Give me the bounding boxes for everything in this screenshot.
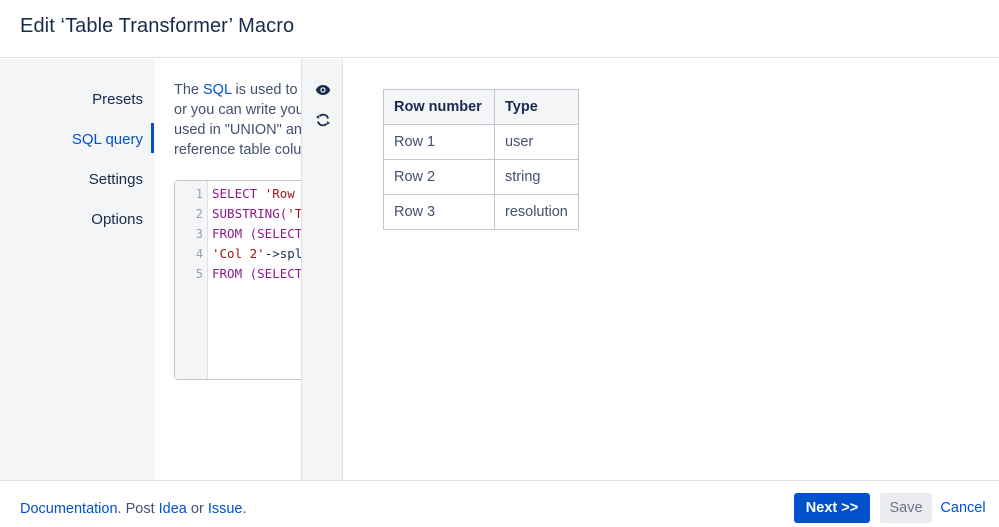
- table-cell: Row 3: [383, 194, 495, 230]
- table-cell: resolution: [494, 194, 579, 230]
- code-text: FROM (SELECT: [212, 264, 301, 284]
- idea-link[interactable]: Idea: [158, 501, 187, 517]
- desc-line: or you can write you: [174, 102, 301, 118]
- line-number: 5: [195, 267, 203, 281]
- column-header-row-number: Row number: [383, 89, 495, 125]
- code-token: FROM (SELECT: [212, 226, 301, 241]
- dialog-header: Edit ‘Table Transformer’ Macro: [0, 0, 999, 58]
- refresh-icon[interactable]: [314, 111, 332, 129]
- line-number: 1: [195, 187, 203, 201]
- footer-text: or: [186, 501, 208, 517]
- desc-text: is used to: [231, 82, 301, 98]
- nav-active-indicator: [151, 123, 154, 153]
- eye-icon[interactable]: [314, 81, 332, 99]
- save-button[interactable]: Save: [880, 493, 932, 523]
- preview-table: Row number Type Row 1 user Row 2 string …: [383, 89, 579, 230]
- nav-item-presets[interactable]: Presets: [92, 91, 143, 108]
- code-text: SUBSTRING('T: [212, 204, 301, 224]
- sql-link[interactable]: SQL: [203, 82, 232, 98]
- table-cell: user: [494, 124, 579, 160]
- code-token: SELECT: [212, 186, 265, 201]
- code-token: FROM (SELECT: [212, 266, 301, 281]
- issue-link[interactable]: Issue: [207, 501, 243, 517]
- settings-nav: Presets SQL query Settings Options: [0, 59, 155, 480]
- code-text: 'Col 2'->spl: [212, 244, 301, 264]
- cancel-button[interactable]: Cancel: [940, 500, 986, 516]
- sql-query-panel: The SQL is used to tr or you can write y…: [155, 59, 301, 480]
- code-token: SUBSTRING(: [212, 206, 288, 221]
- eye-icon-svg: [315, 85, 331, 95]
- footer-text: .: [242, 501, 247, 517]
- table-row: Row 2 string: [383, 159, 579, 195]
- desc-line: reference table colu: [174, 142, 301, 158]
- sql-description: The SQL is used to tr or you can write y…: [174, 80, 301, 160]
- table-cell: string: [494, 159, 579, 195]
- column-header-type: Type: [494, 89, 579, 125]
- code-text: SELECT 'Row: [212, 184, 295, 204]
- code-token: 'Row: [264, 186, 295, 201]
- refresh-icon-svg: [315, 113, 331, 127]
- documentation-link[interactable]: Documentation: [20, 501, 118, 517]
- next-button[interactable]: Next >>: [794, 493, 870, 523]
- dialog-footer: Documentation. Post Idea or Issue. Next …: [0, 480, 999, 527]
- code-token: 'Col 2': [212, 246, 265, 261]
- line-number: 3: [195, 227, 203, 241]
- line-number: 4: [195, 247, 203, 261]
- line-number: 2: [195, 207, 203, 221]
- table-cell: Row 2: [383, 159, 495, 195]
- table-cell: Row 1: [383, 124, 495, 160]
- preview-area: Row number Type Row 1 user Row 2 string …: [344, 59, 999, 480]
- code-token: 'T: [287, 206, 301, 221]
- table-row: Row 3 resolution: [383, 194, 579, 230]
- nav-item-settings[interactable]: Settings: [88, 171, 143, 188]
- table-header-row: Row number Type: [383, 89, 579, 125]
- code-token: ->spl: [264, 246, 301, 261]
- nav-item-options[interactable]: Options: [91, 211, 143, 228]
- dialog-title: Edit ‘Table Transformer’ Macro: [20, 15, 295, 37]
- nav-item-sql-query[interactable]: SQL query: [71, 131, 143, 148]
- footer-links: Documentation. Post Idea or Issue.: [20, 501, 247, 517]
- code-text: FROM (SELECT: [212, 224, 301, 244]
- footer-text: . Post: [117, 501, 159, 517]
- table-row: Row 1 user: [383, 124, 579, 160]
- preview-toolbar: [301, 59, 343, 480]
- editor-gutter: [175, 181, 208, 379]
- desc-text: The: [174, 82, 204, 98]
- desc-line: used in "UNION" and: [174, 122, 301, 138]
